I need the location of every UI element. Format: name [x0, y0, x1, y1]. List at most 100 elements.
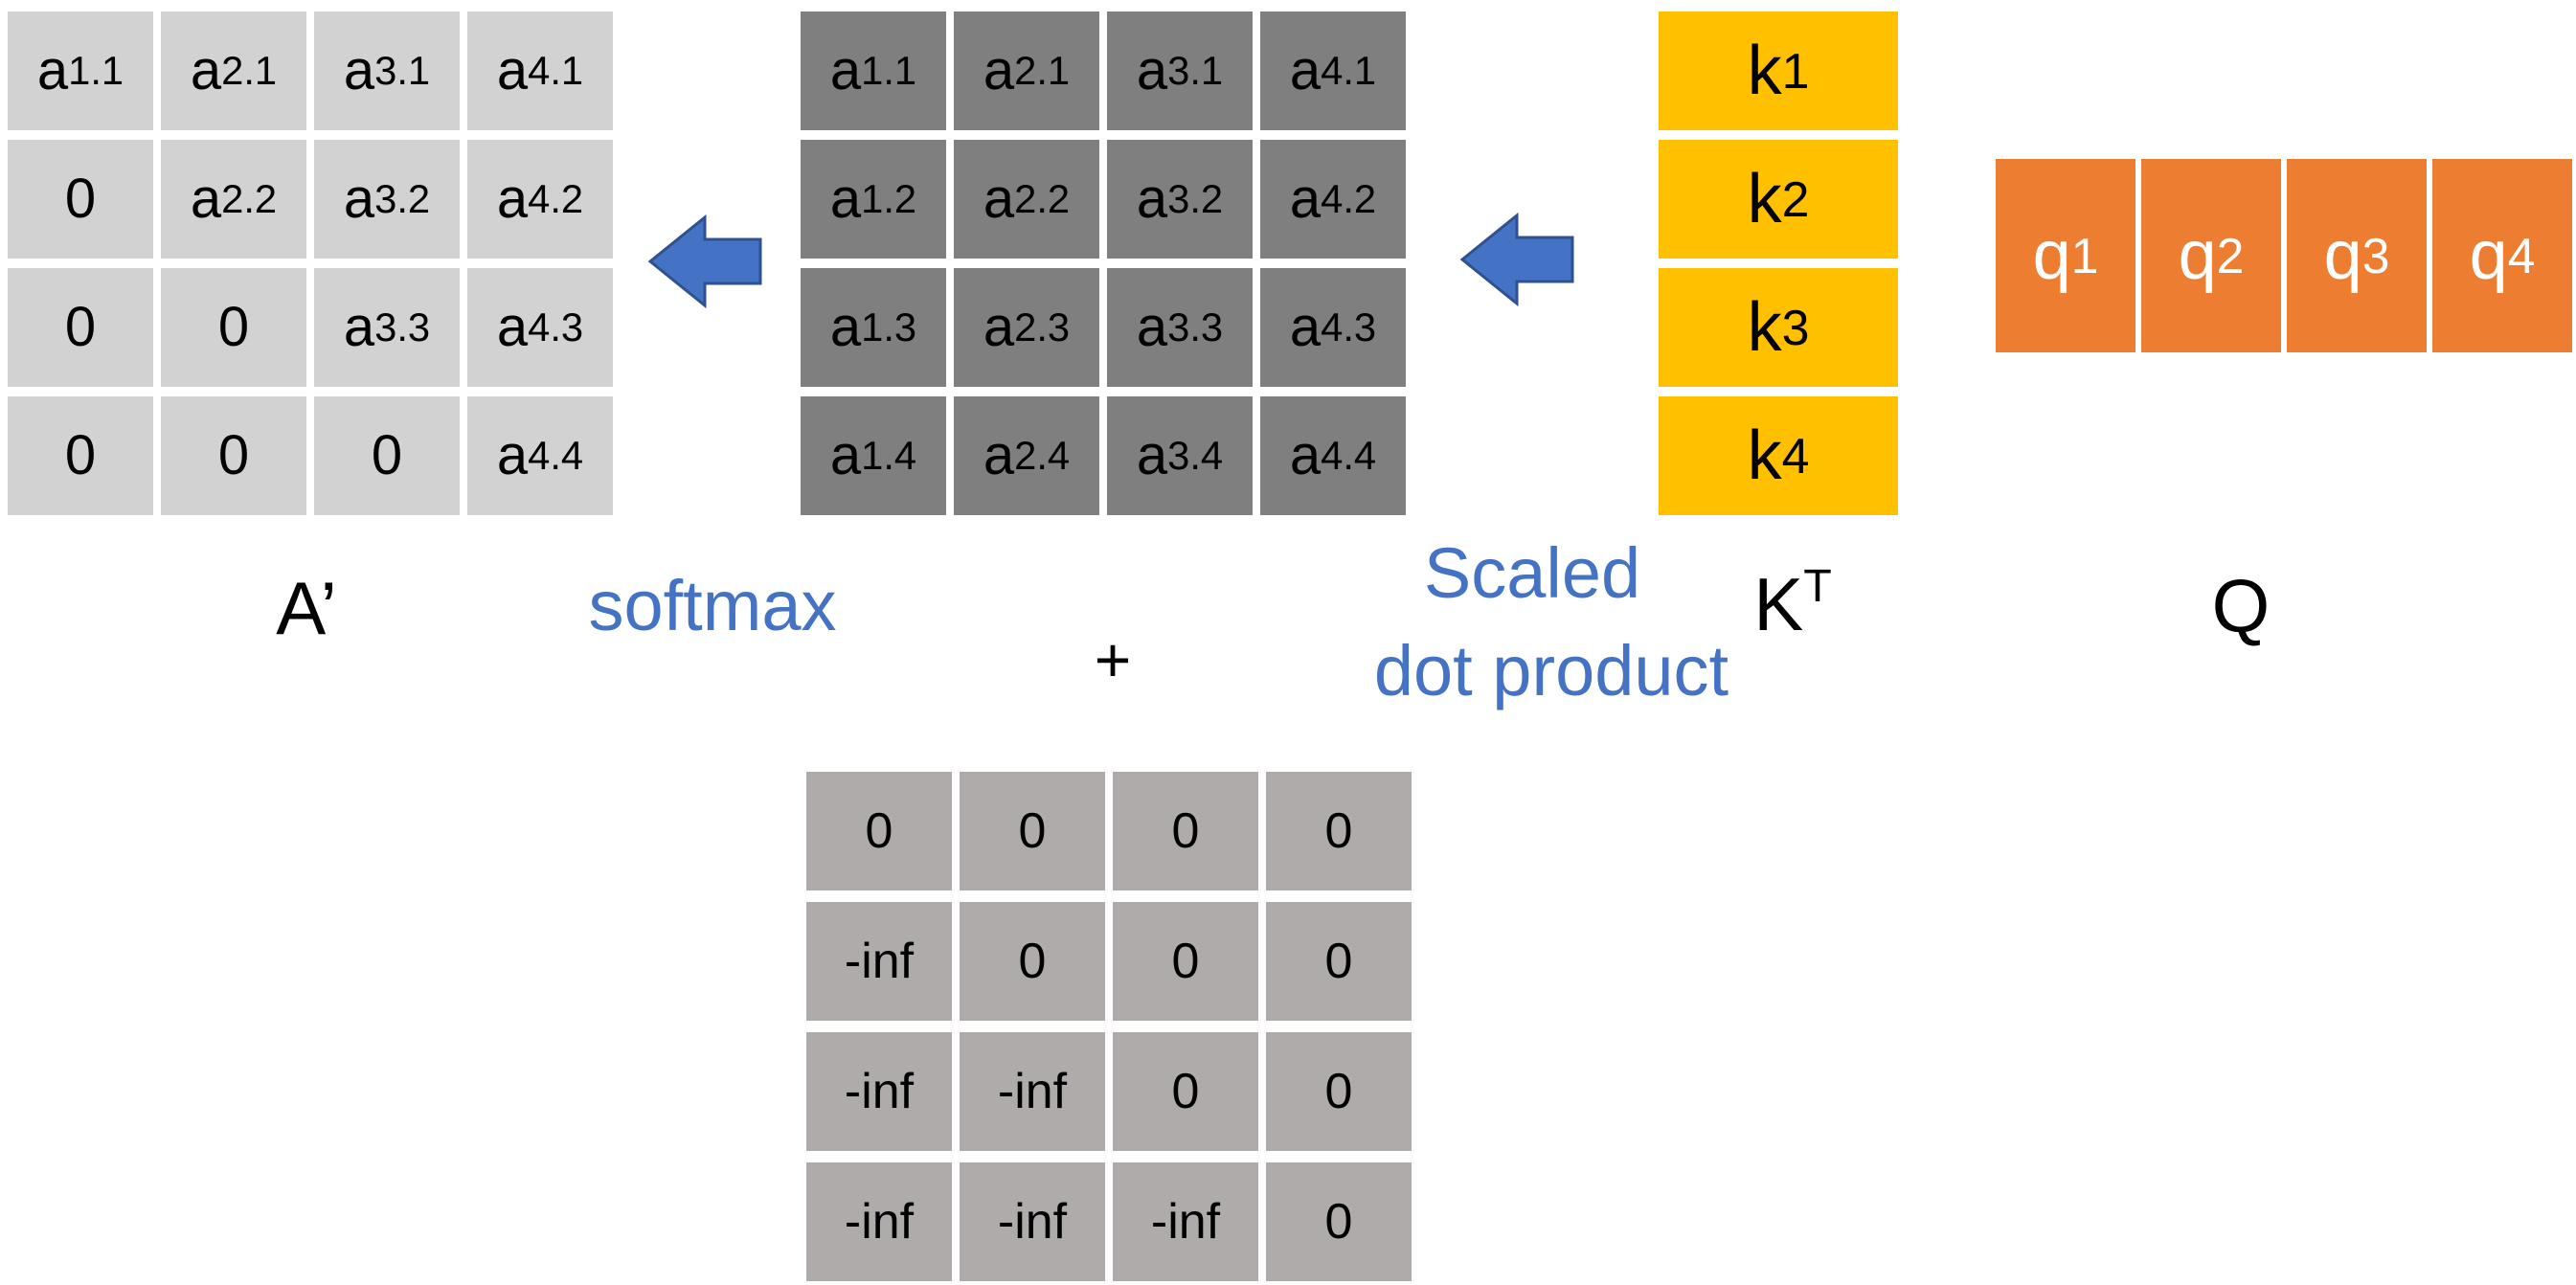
a-prime-cell-base: a: [343, 39, 375, 101]
dot-product-arrow-icon: [1459, 213, 1574, 306]
mask-cell: -inf: [806, 902, 952, 1021]
mask-cell: 0: [1266, 1162, 1412, 1281]
score-cell-base: a: [1289, 296, 1322, 358]
mask-cell: 0: [1113, 902, 1258, 1021]
a-prime-cell-base: 0: [371, 424, 403, 486]
mask-cell: 0: [1266, 902, 1412, 1021]
a-prime-label: A’: [276, 566, 337, 650]
mask-cell: 0: [960, 772, 1105, 890]
mask-cell: -inf: [1113, 1162, 1258, 1281]
scaled-label: Scaled: [1423, 533, 1641, 613]
mask-cell: 0: [1113, 1032, 1258, 1151]
mask-cell: -inf: [960, 1162, 1105, 1281]
score-cell-base: a: [983, 39, 1015, 101]
score-cell-base: a: [983, 296, 1015, 358]
a-prime-cell: 0: [161, 268, 306, 387]
softmax-label: softmax: [588, 566, 837, 645]
a-prime-cell-base: 0: [217, 424, 250, 486]
score-cell-base: a: [983, 424, 1015, 486]
score-cell-base: a: [1289, 39, 1322, 101]
k-transpose-label: KT: [1726, 563, 1860, 642]
a-prime-cell: 0: [314, 396, 460, 515]
k-cell-base: k: [1747, 33, 1782, 109]
mask-cell: 0: [806, 772, 952, 890]
a-prime-cell-base: a: [496, 296, 529, 358]
a-prime-cell-base: a: [496, 39, 529, 101]
a-prime-cell-base: a: [36, 39, 69, 101]
mask-cell: -inf: [960, 1032, 1105, 1151]
a-prime-cell-base: a: [343, 168, 375, 230]
k-transpose-label-base: K: [1753, 562, 1804, 646]
a-prime-cell-base: a: [343, 296, 375, 358]
k-cell-base: k: [1747, 417, 1782, 494]
a-prime-cell: 0: [161, 396, 306, 515]
score-cell-base: a: [983, 168, 1015, 230]
mask-cell: -inf: [806, 1032, 952, 1151]
score-cell-base: a: [1289, 424, 1322, 486]
q-label: Q: [2211, 564, 2271, 648]
q-cell-base: q: [2323, 217, 2362, 294]
a-prime-cell-base: a: [496, 168, 529, 230]
mask-cell: -inf: [806, 1162, 952, 1281]
score-cell-base: a: [829, 168, 862, 230]
score-cell-base: a: [829, 39, 862, 101]
a-prime-cell-base: a: [190, 39, 222, 101]
a-prime-cell-base: a: [190, 168, 222, 230]
q-cell-base: q: [2469, 217, 2508, 294]
q-cell-base: q: [2178, 217, 2217, 294]
q-cell-base: q: [2032, 217, 2071, 294]
score-cell-base: a: [829, 424, 862, 486]
mask-cell: 0: [1113, 772, 1258, 890]
a-prime-cell-base: 0: [64, 424, 97, 486]
a-prime-cell-base: 0: [64, 296, 97, 358]
a-prime-cell: 0: [8, 140, 153, 259]
score-cell-base: a: [829, 296, 862, 358]
mask-cell: 0: [960, 902, 1105, 1021]
plus-sign: +: [1094, 624, 1132, 695]
score-cell-base: a: [1136, 296, 1168, 358]
a-prime-cell: 0: [8, 396, 153, 515]
score-cell-base: a: [1289, 168, 1322, 230]
a-prime-cell-base: 0: [64, 168, 97, 230]
softmax-arrow-icon: [647, 214, 762, 308]
k-cell-base: k: [1747, 161, 1782, 237]
mask-cell: 0: [1266, 772, 1412, 890]
score-cell-base: a: [1136, 168, 1168, 230]
a-prime-cell-base: 0: [217, 296, 250, 358]
